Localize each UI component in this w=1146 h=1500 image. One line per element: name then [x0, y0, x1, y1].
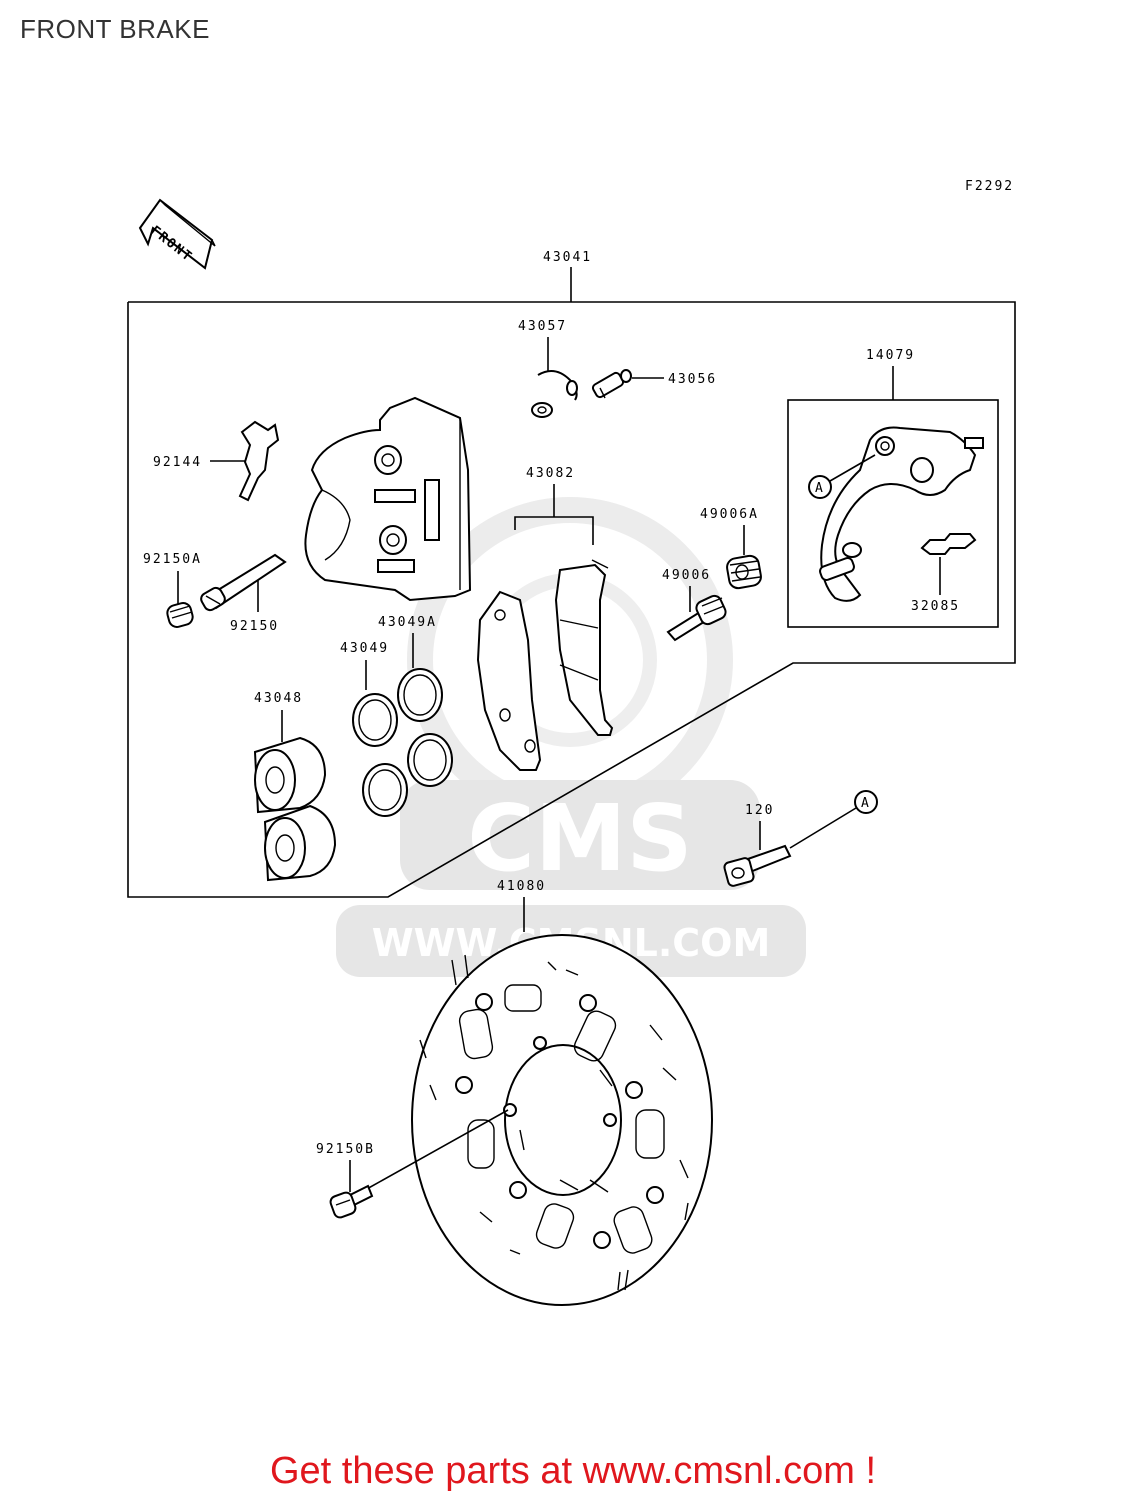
label-49006A: 49006A — [700, 507, 759, 522]
dust-boot-part — [726, 554, 762, 590]
bleeder-cap-part — [531, 370, 578, 418]
label-43056: 43056 — [668, 372, 717, 387]
ref-marker-a-holder: A — [808, 454, 876, 499]
label-92150A: 92150A — [143, 552, 202, 567]
piston-seal-part — [352, 693, 408, 817]
front-arrow-icon: FRONT — [138, 198, 216, 270]
label-14079: 14079 — [866, 348, 915, 363]
figure-code: F2292 — [965, 179, 1014, 194]
ref-marker-a-bolt: A — [789, 790, 878, 849]
label-92150: 92150 — [230, 619, 279, 634]
holder-subassembly-box — [787, 399, 999, 628]
label-43049: 43049 — [340, 641, 389, 656]
page-title: FRONT BRAKE — [20, 14, 210, 44]
watermark-brand: CMS — [467, 785, 692, 892]
brake-pad-left-part — [476, 590, 542, 771]
mounting-bolt-part — [723, 844, 792, 887]
bleeder-valve-part — [591, 369, 632, 399]
caliper-assembly-outline — [127, 267, 1016, 898]
caliper-holder-part — [819, 426, 984, 602]
footer-link[interactable]: Get these parts at www.cmsnl.com ! — [269, 1450, 877, 1492]
label-43048: 43048 — [254, 691, 303, 706]
label-43049A: 43049A — [378, 615, 437, 630]
brake-disc-part — [411, 934, 713, 1306]
label-41080: 41080 — [497, 879, 546, 894]
caliper-body-part — [304, 396, 472, 602]
caliper-pin-part — [200, 553, 287, 612]
label-32085: 32085 — [911, 599, 960, 614]
label-92144: 92144 — [153, 455, 202, 470]
caliper-piston-part — [253, 736, 337, 882]
pin-plug-part — [166, 602, 194, 628]
label-120: 120 — [745, 803, 774, 818]
brake-pad-right-part — [554, 559, 614, 736]
holder-bolt-part — [666, 594, 727, 642]
label-43082: 43082 — [526, 466, 575, 481]
spring-clip-part — [238, 420, 280, 502]
piston-seal-a-part — [397, 668, 453, 787]
label-43057: 43057 — [518, 319, 567, 334]
label-92150B: 92150B — [316, 1142, 375, 1157]
label-43041: 43041 — [543, 250, 592, 265]
disc-screw-part — [329, 1184, 374, 1219]
svg-text:A: A — [861, 796, 871, 811]
pad-spring-part — [920, 533, 977, 555]
label-49006: 49006 — [662, 568, 711, 583]
svg-text:A: A — [815, 481, 825, 496]
